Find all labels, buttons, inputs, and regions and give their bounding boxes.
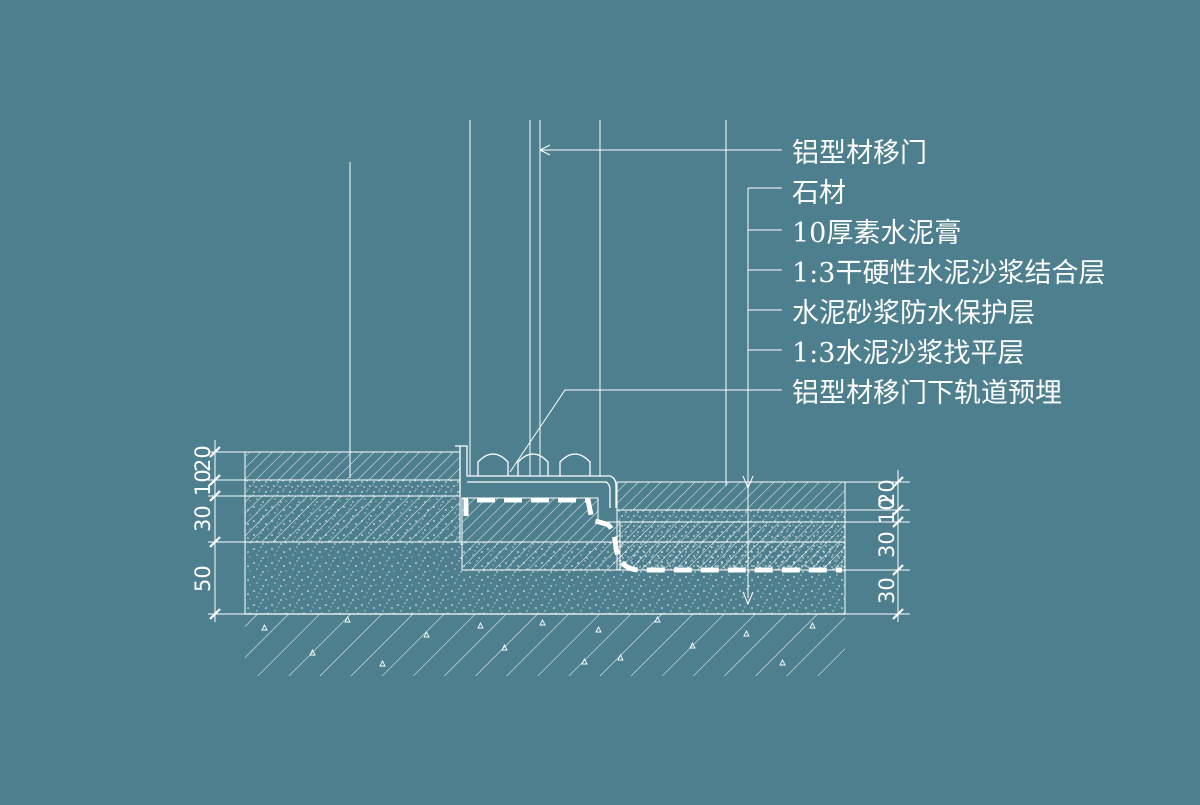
dim-right-paste: 10 [875,497,899,524]
dim-right-leveling: 30 [875,577,899,604]
left-dimension-chain [208,440,245,622]
stone-layer-right [616,481,846,511]
stone-layer-left [244,451,461,481]
structural-slab [245,613,845,676]
callout-waterproof-protection: 水泥砂浆防水保护层 [792,298,1035,329]
dim-left-bonding: 30 [191,505,215,532]
callouts: 铝型材移门 石材 10厚素水泥膏 1:3干硬性水泥沙浆结合层 水泥砂浆防水保护层… [792,138,1105,409]
right-floor-layers [616,481,846,571]
callout-leveling-layer: 1:3水泥沙浆找平层 [792,338,1024,369]
callout-stone: 石材 [792,178,846,209]
cement-paste-layer-right [616,509,846,523]
dim-left-paste: 10 [191,469,215,496]
dim-left-stone: 20 [191,445,215,472]
left-floor-layers [244,451,846,615]
door-frame-lines [349,120,727,486]
callout-embedded-track: 铝型材移门下轨道预埋 [792,378,1062,409]
right-dimension-values: 20 10 30 30 [875,479,899,604]
aluminum-track-profile [455,445,617,508]
callout-aluminum-sliding-door: 铝型材移门 [792,138,927,169]
bonding-layer-right-sand [617,522,845,570]
dim-right-stone: 20 [875,479,899,506]
bonding-layer-left-sand [245,496,460,542]
waterproof-layer-dashed [463,497,842,573]
right-dimension-chain [845,470,910,622]
callout-cement-paste: 10厚素水泥膏 [792,218,961,249]
track-base-block [461,497,621,571]
leader-lines [509,144,782,606]
callout-dry-mortar-bonding: 1:3干硬性水泥沙浆结合层 [792,258,1105,289]
dim-right-bonding: 30 [875,531,899,558]
left-dimension-values: 20 10 30 50 [191,445,215,592]
dim-left-leveling: 50 [191,565,215,592]
cement-paste-layer-left [244,479,461,497]
